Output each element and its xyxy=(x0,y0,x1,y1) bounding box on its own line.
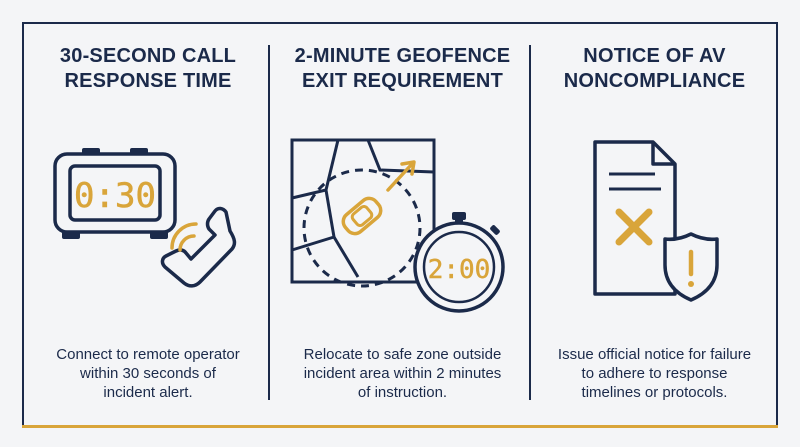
panel-description: Issue official notice for failure to adh… xyxy=(557,346,752,401)
panel-description: Relocate to safe zone outside incident a… xyxy=(303,346,502,401)
clock-display: 0:30 xyxy=(74,176,156,216)
panel-divider-1 xyxy=(268,45,270,400)
map-geofence-car-stopwatch-icon: 2:00 xyxy=(290,138,505,313)
panel-title: 2-MINUTE GEOFENCE EXIT REQUIREMENT xyxy=(294,45,511,92)
panel-description: Connect to remote operator within 30 sec… xyxy=(56,346,240,401)
document-x-warning-shield-icon xyxy=(593,140,719,302)
panel-title: NOTICE OF AV NONCOMPLIANCE xyxy=(563,45,746,92)
panel-title: 30-SECOND CALL RESPONSE TIME xyxy=(59,45,237,92)
infographic-frame xyxy=(22,22,778,427)
bottom-accent-bar xyxy=(22,425,778,428)
panel-divider-2 xyxy=(529,45,531,400)
panel-call-response: 30-SECOND CALL RESPONSE TIME 0:30 Connec… xyxy=(22,22,274,427)
stopwatch-display: 2:00 xyxy=(428,255,491,285)
alarm-clock-and-phone-icon: 0:30 xyxy=(53,148,237,288)
panel-av-noncompliance: NOTICE OF AV NONCOMPLIANCE Issue officia… xyxy=(531,22,778,427)
panel-geofence-exit: 2-MINUTE GEOFENCE EXIT REQUIREMENT 2:00 … xyxy=(276,22,529,427)
